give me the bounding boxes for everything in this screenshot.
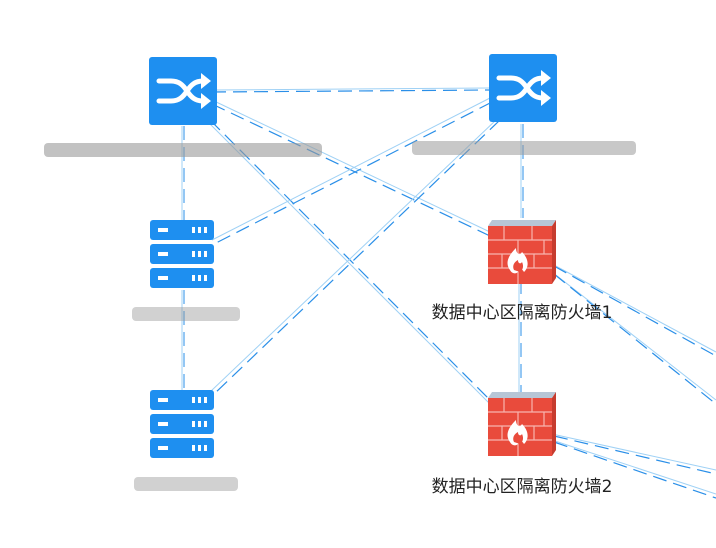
node-label-blurred xyxy=(44,143,322,157)
links-layer xyxy=(181,87,716,499)
link-firewall1-firewall2[interactable] xyxy=(518,280,522,392)
switch-icon xyxy=(489,54,557,122)
link-firewall2-offscreen[interactable] xyxy=(551,433,716,499)
switch-icon xyxy=(149,57,217,125)
firewall-icon xyxy=(488,220,556,284)
node-firewall-2[interactable]: 数据中心区隔离防火墙2 xyxy=(432,392,613,497)
link-switch1-firewall1[interactable] xyxy=(211,99,491,237)
node-server-1[interactable] xyxy=(132,220,240,321)
server-icon xyxy=(150,390,214,458)
link-switch1-switch2[interactable] xyxy=(211,87,491,93)
node-firewall-1[interactable]: 数据中心区隔离防火墙1 xyxy=(432,220,613,323)
link-switch2-server2[interactable] xyxy=(209,119,501,397)
link-server1-server2[interactable] xyxy=(181,290,185,390)
node-label: 数据中心区隔离防火墙1 xyxy=(432,303,613,323)
node-switch-1[interactable] xyxy=(44,57,322,157)
link-switch2-server1[interactable] xyxy=(211,97,493,245)
node-label: 数据中心区隔离防火墙2 xyxy=(432,477,613,497)
node-label-blurred xyxy=(412,141,636,155)
link-switch2-firewall1[interactable] xyxy=(520,124,524,218)
link-switch1-firewall2[interactable] xyxy=(205,119,493,405)
link-firewall1-offscreen[interactable] xyxy=(551,263,716,405)
firewall-icon xyxy=(488,392,556,456)
node-server-2[interactable] xyxy=(134,390,238,491)
node-label-blurred xyxy=(134,477,238,491)
node-switch-2[interactable] xyxy=(412,54,636,155)
link-switch1-server1[interactable] xyxy=(181,126,185,220)
node-label-blurred xyxy=(132,307,240,321)
server-icon xyxy=(150,220,214,288)
